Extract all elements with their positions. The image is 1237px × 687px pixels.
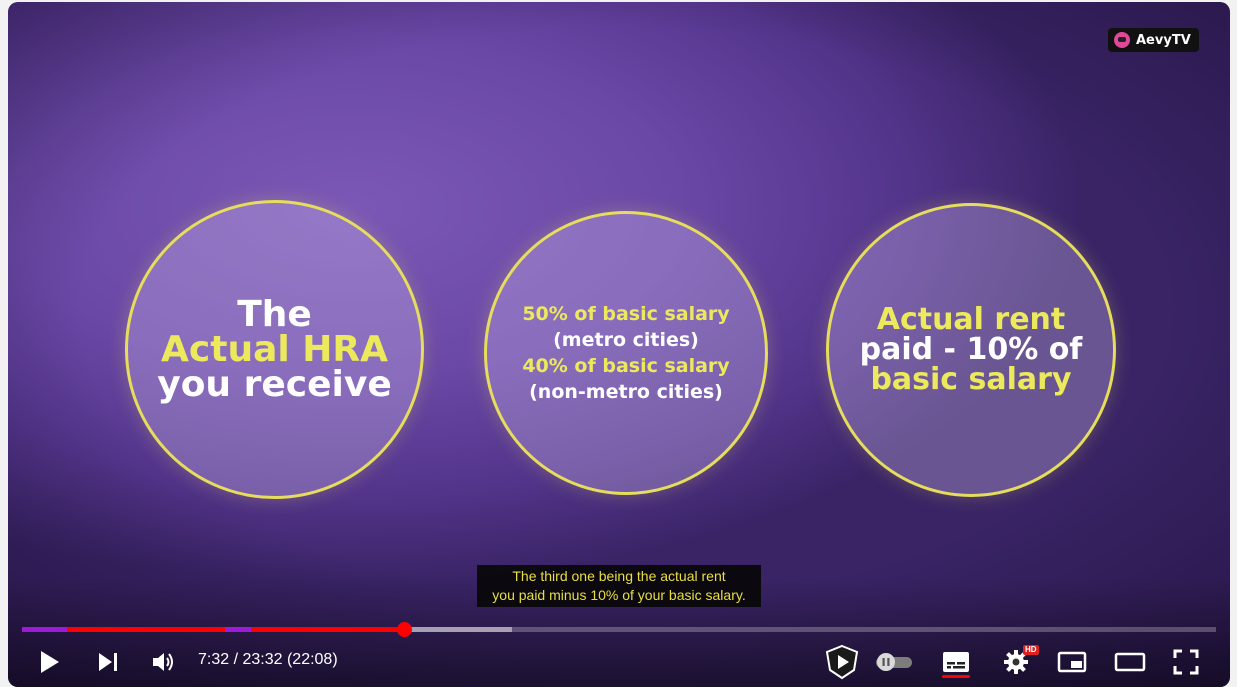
volume-icon [151,650,177,674]
circle1-line1: The [237,293,312,335]
channel-logo-icon [1114,32,1130,48]
player-controls: 7:32 / 23:32 (22:08) HD [8,642,1230,682]
next-icon [97,652,119,672]
circle3-line1: Actual rent [876,302,1066,337]
subtitle-caption: The third one being the actual rent you … [477,565,761,607]
watermark-label: AevyTV [1136,32,1191,48]
autoplay-toggle-icon [874,652,914,672]
circle3-line3: basic salary [870,362,1072,397]
play-icon [39,650,61,674]
circle2-line4: (non-metro cities) [529,381,723,403]
circle3-line2: paid - 10% of [859,332,1083,367]
settings-button[interactable] [998,642,1034,682]
miniplayer-button[interactable] [1054,642,1090,682]
progress-played [22,627,405,632]
sponsorblock-button[interactable] [822,642,862,682]
video-player[interactable]: AevyTV The Actual HRA you receive 50% of… [8,2,1230,687]
chapter-segment [22,627,67,632]
theater-mode-button[interactable] [1110,642,1150,682]
rent-paid-circle: Actual rent paid - 10% of basic salary [826,203,1116,497]
circle2-line1: 50% of basic salary [522,303,730,325]
fullscreen-button[interactable] [1168,642,1204,682]
basic-salary-circle: 50% of basic salary (metro cities) 40% o… [484,211,768,495]
channel-watermark: AevyTV [1108,28,1199,52]
settings-icon [1003,649,1029,675]
circle2-line2: (metro cities) [553,329,699,351]
next-button[interactable] [90,642,126,682]
progress-scrubber[interactable] [397,622,413,637]
caption-line2: you paid minus 10% of your basic salary. [492,587,746,603]
chapter-segment [225,627,251,632]
time-display: 7:32 / 23:32 (22:08) [198,651,338,668]
circle1-line2: Actual HRA [161,328,388,370]
hra-received-circle: The Actual HRA you receive [125,200,424,499]
sponsorblock-icon [824,644,860,680]
subtitles-icon [942,651,970,673]
circle2-line3: 40% of basic salary [522,355,730,377]
play-button[interactable] [32,642,68,682]
hd-badge: HD [1023,645,1039,655]
progress-bar[interactable] [22,622,1216,637]
fullscreen-icon [1173,649,1199,675]
mute-button[interactable] [146,642,182,682]
theater-icon [1114,651,1146,673]
autoplay-toggle[interactable] [872,642,916,682]
subtitles-active-indicator [942,675,970,678]
miniplayer-icon [1057,651,1087,673]
subtitles-button[interactable] [938,642,974,682]
caption-line1: The third one being the actual rent [512,568,726,584]
circle1-line3: you receive [157,363,392,405]
